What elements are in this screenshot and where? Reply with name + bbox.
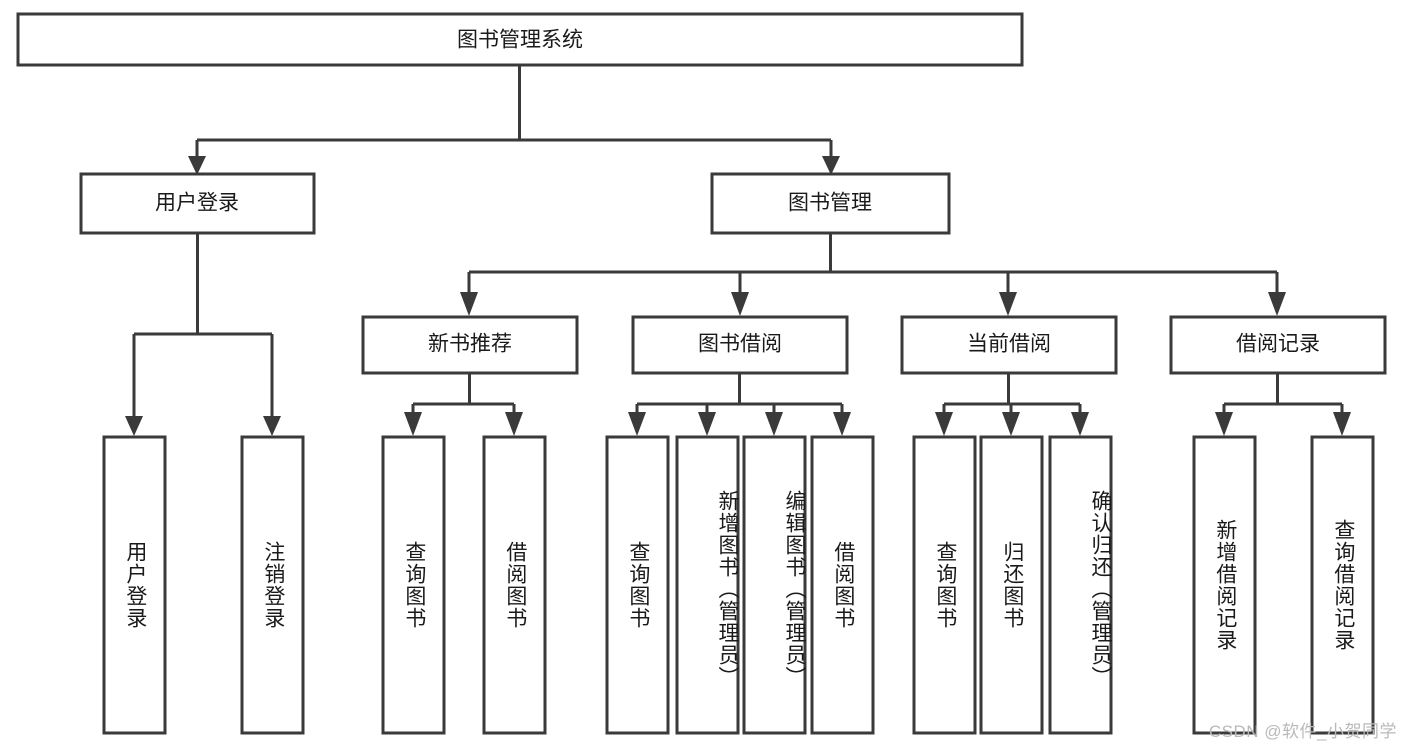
- arrow-head-leaf-add-record: [1215, 412, 1233, 436]
- node-layer: 图书管理系统 用户登录 图书管理 新书推荐 图书借阅 当前借阅 借阅记录: [16, 12, 1387, 735]
- node-borrow-record[interactable]: [1169, 315, 1387, 375]
- arrow-head-user-login: [188, 156, 206, 175]
- node-user-login-label: 用户登录: [155, 192, 239, 215]
- node-user-login[interactable]: [79, 172, 316, 235]
- node-book-manage[interactable]: [710, 172, 951, 235]
- arrow-head-leaf-query-record: [1333, 412, 1351, 436]
- arrow-head-leaf-borrow-book-1: [505, 412, 523, 436]
- node-book-borrow-label: 图书借阅: [698, 333, 782, 356]
- arrow-head-leaf-borrow-book-2: [833, 412, 851, 436]
- node-leaf-query-book-3[interactable]: [912, 435, 977, 735]
- node-leaf-confirm-return[interactable]: [1048, 435, 1113, 735]
- arrow-head-leaf-edit-book: [765, 412, 783, 436]
- node-leaf-add-book[interactable]: [675, 435, 740, 735]
- arrow-head-current-borrow: [999, 292, 1017, 316]
- arrow-head-new-book-rec: [460, 292, 478, 316]
- node-leaf-query-book-1[interactable]: [381, 435, 446, 735]
- arrow-head-leaf-query-book-3: [935, 412, 953, 436]
- node-leaf-return-book[interactable]: [979, 435, 1044, 735]
- node-leaf-query-record[interactable]: [1310, 435, 1375, 735]
- node-leaf-edit-book[interactable]: [742, 435, 807, 735]
- node-leaf-borrow-book-1[interactable]: [482, 435, 547, 735]
- arrow-head-leaf-add-book: [698, 412, 716, 436]
- node-root-label: 图书管理系统: [457, 29, 583, 52]
- arrow-head-leaf-logout: [263, 416, 281, 436]
- node-leaf-query-book-2[interactable]: [605, 435, 670, 735]
- arrow-head-leaf-query-book-2: [628, 412, 646, 436]
- node-leaf-logout[interactable]: [240, 435, 305, 735]
- arrow-head-borrow-record: [1268, 292, 1286, 316]
- node-borrow-record-label: 借阅记录: [1236, 333, 1320, 356]
- arrow-head-book-borrow: [731, 292, 749, 316]
- node-leaf-add-record[interactable]: [1192, 435, 1257, 735]
- arrow-head-book-manage: [822, 156, 840, 175]
- node-current-borrow-label: 当前借阅: [967, 333, 1051, 356]
- arrow-head-leaf-confirm-return: [1071, 412, 1089, 436]
- connector-layer: [125, 65, 1351, 436]
- node-new-book-rec[interactable]: [361, 315, 579, 375]
- arrow-head-leaf-query-book-1: [404, 412, 422, 436]
- node-book-borrow[interactable]: [631, 315, 849, 375]
- node-root[interactable]: [16, 12, 1024, 67]
- node-leaf-user-login[interactable]: [102, 435, 167, 735]
- arrow-head-leaf-return-book: [1002, 412, 1020, 436]
- node-new-book-rec-label: 新书推荐: [428, 333, 512, 356]
- csdn-watermark: CSDN @软件_小贺同学: [1208, 722, 1397, 741]
- node-current-borrow[interactable]: [900, 315, 1118, 375]
- node-leaf-borrow-book-2[interactable]: [810, 435, 875, 735]
- node-book-manage-label: 图书管理: [788, 192, 872, 215]
- arrow-head-leaf-user-login: [125, 416, 143, 436]
